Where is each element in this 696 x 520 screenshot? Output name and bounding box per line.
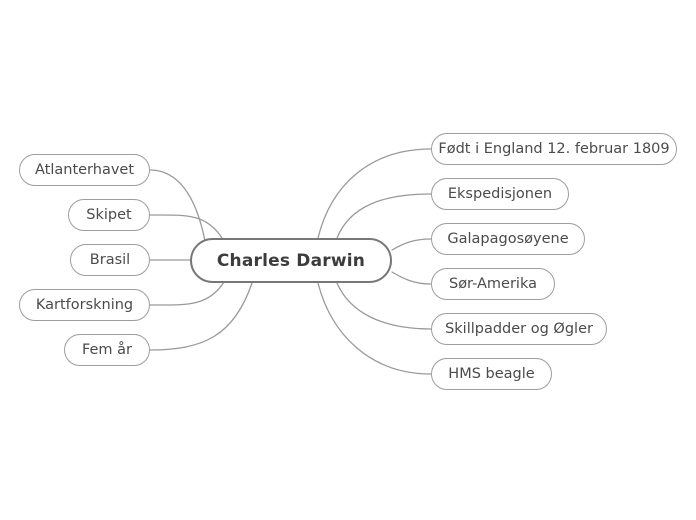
connector-left-4	[149, 282, 253, 351]
connector-right-2	[391, 238, 432, 251]
connector-right-1	[336, 193, 432, 239]
connector-left-1	[149, 214, 223, 239]
root-node-charles-darwin[interactable]: Charles Darwin	[190, 238, 392, 283]
branch-node-label: Født i England 12. februar 1809	[438, 141, 670, 157]
connector-left-3	[149, 281, 225, 306]
branch-node-label: Skipet	[86, 207, 132, 223]
branch-node-label: Ekspedisjonen	[447, 186, 553, 202]
branch-node-label: HMS beagle	[448, 366, 535, 382]
branch-node-fodt-i-england-12-februar-1809[interactable]: Født i England 12. februar 1809	[431, 133, 677, 165]
branch-node-label: Galapagosøyene	[447, 231, 569, 247]
branch-node-label: Atlanterhavet	[34, 162, 135, 178]
branch-node-brasil[interactable]: Brasil	[70, 244, 150, 276]
connector-right-3	[391, 271, 432, 285]
branch-node-galapagosoyene[interactable]: Galapagosøyene	[431, 223, 585, 255]
branch-node-ekspedisjonen[interactable]: Ekspedisjonen	[431, 178, 569, 210]
branch-node-skillpadder-og-ogler[interactable]: Skillpadder og Øgler	[431, 313, 607, 345]
connector-left-0	[149, 169, 206, 242]
branch-node-hms-beagle[interactable]: HMS beagle	[431, 358, 552, 390]
branch-node-label: Brasil	[89, 252, 131, 268]
branch-node-skipet[interactable]: Skipet	[68, 199, 150, 231]
connector-right-4	[336, 282, 432, 330]
branch-node-fem-ar[interactable]: Fem år	[64, 334, 150, 366]
branch-node-atlanterhavet[interactable]: Atlanterhavet	[19, 154, 150, 186]
branch-node-label: Fem år	[81, 342, 133, 358]
connector-right-5	[317, 282, 432, 375]
root-node-label: Charles Darwin	[216, 250, 366, 271]
branch-node-label: Sør-Amerika	[448, 276, 537, 292]
branch-node-label: Kartforskning	[35, 297, 134, 313]
branch-node-sor-amerika[interactable]: Sør-Amerika	[431, 268, 555, 300]
connector-right-0	[317, 148, 432, 239]
branch-node-kartforskning[interactable]: Kartforskning	[19, 289, 150, 321]
branch-node-label: Skillpadder og Øgler	[445, 321, 593, 337]
